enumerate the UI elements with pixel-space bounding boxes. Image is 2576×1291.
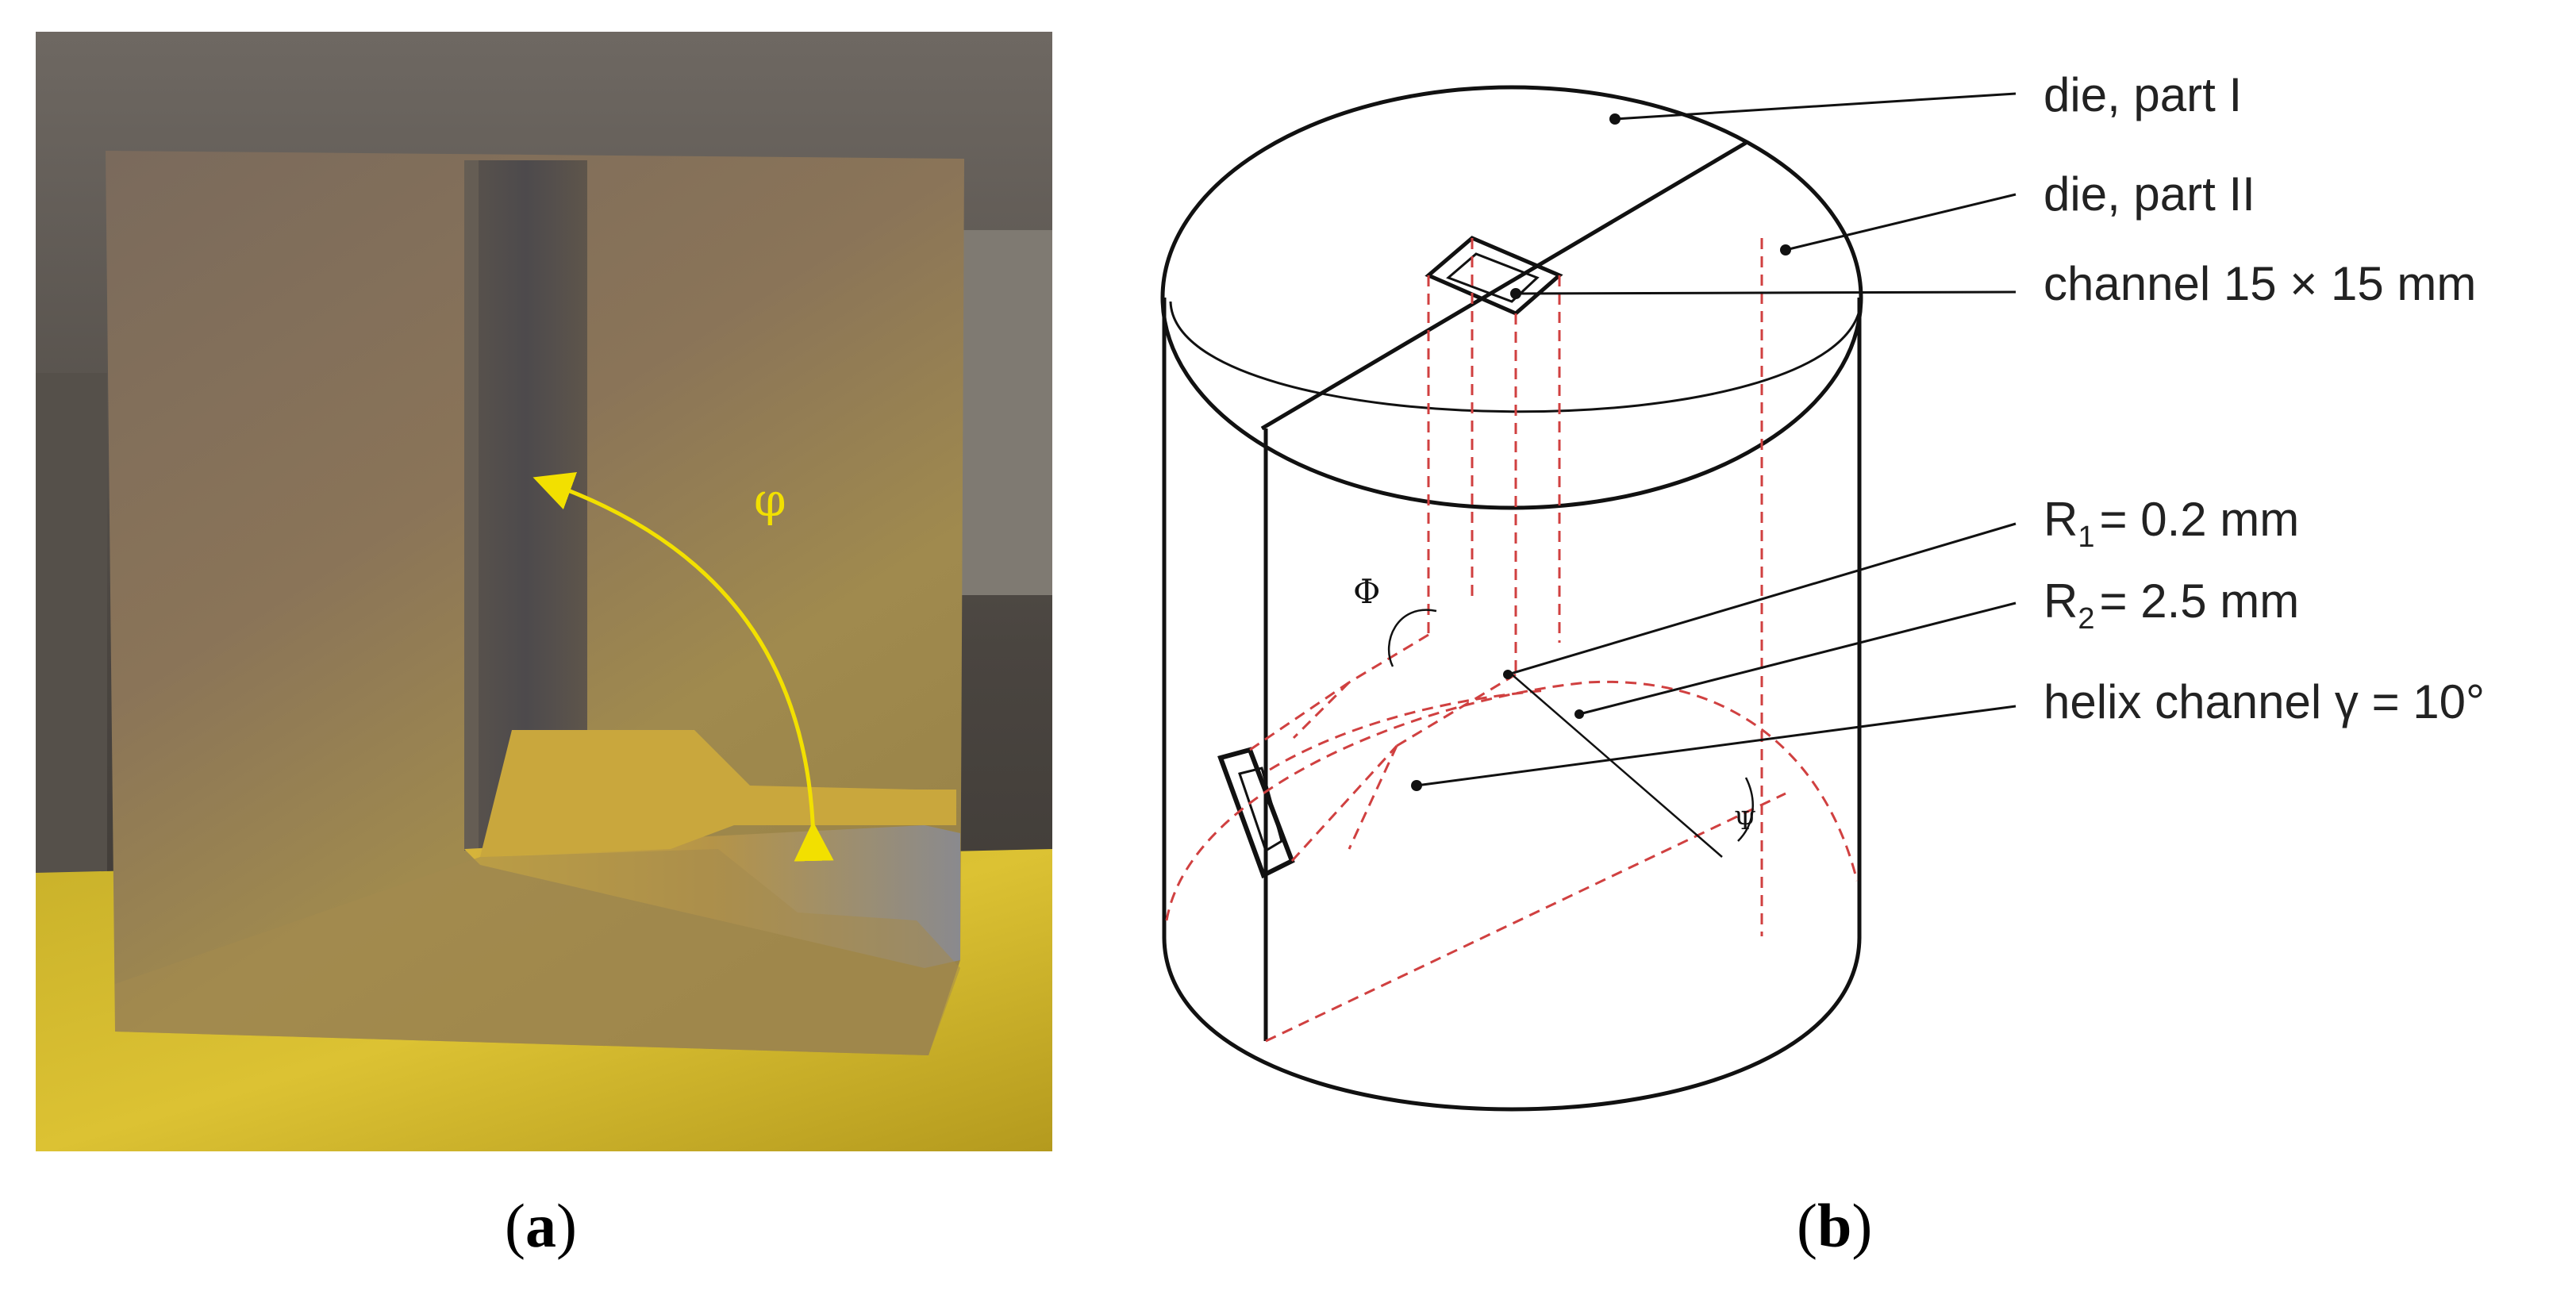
label-r2: R2= 2.5 mm: [2043, 574, 2299, 636]
die-outline: [1160, 85, 1863, 1112]
callout-leaders: [1416, 92, 2017, 787]
die-photo-illustration: φ: [36, 32, 1052, 1151]
label-die-part-1: die, part I: [2043, 68, 2242, 121]
helix-reference-lines: [1387, 609, 1754, 858]
psi-symbol: Ψ: [1734, 805, 1756, 836]
angle-arc: [533, 472, 834, 862]
label-channel: channel 15 × 15 mm: [2043, 257, 2476, 310]
caption-b: (b): [1797, 1191, 1873, 1260]
phi-symbol: Φ: [1353, 572, 1380, 611]
hidden-channel-lines: [1165, 238, 1859, 1043]
die-photo: φ: [36, 32, 1052, 1151]
callout-dots: [1411, 113, 1791, 791]
label-helix-channel: helix channel γ = 10°: [2043, 675, 2485, 728]
label-r1: R1= 0.2 mm: [2043, 493, 2299, 554]
phi-angle-label: φ: [754, 473, 786, 527]
label-die-part-2: die, part II: [2043, 167, 2255, 221]
caption-a: (a): [505, 1191, 577, 1260]
